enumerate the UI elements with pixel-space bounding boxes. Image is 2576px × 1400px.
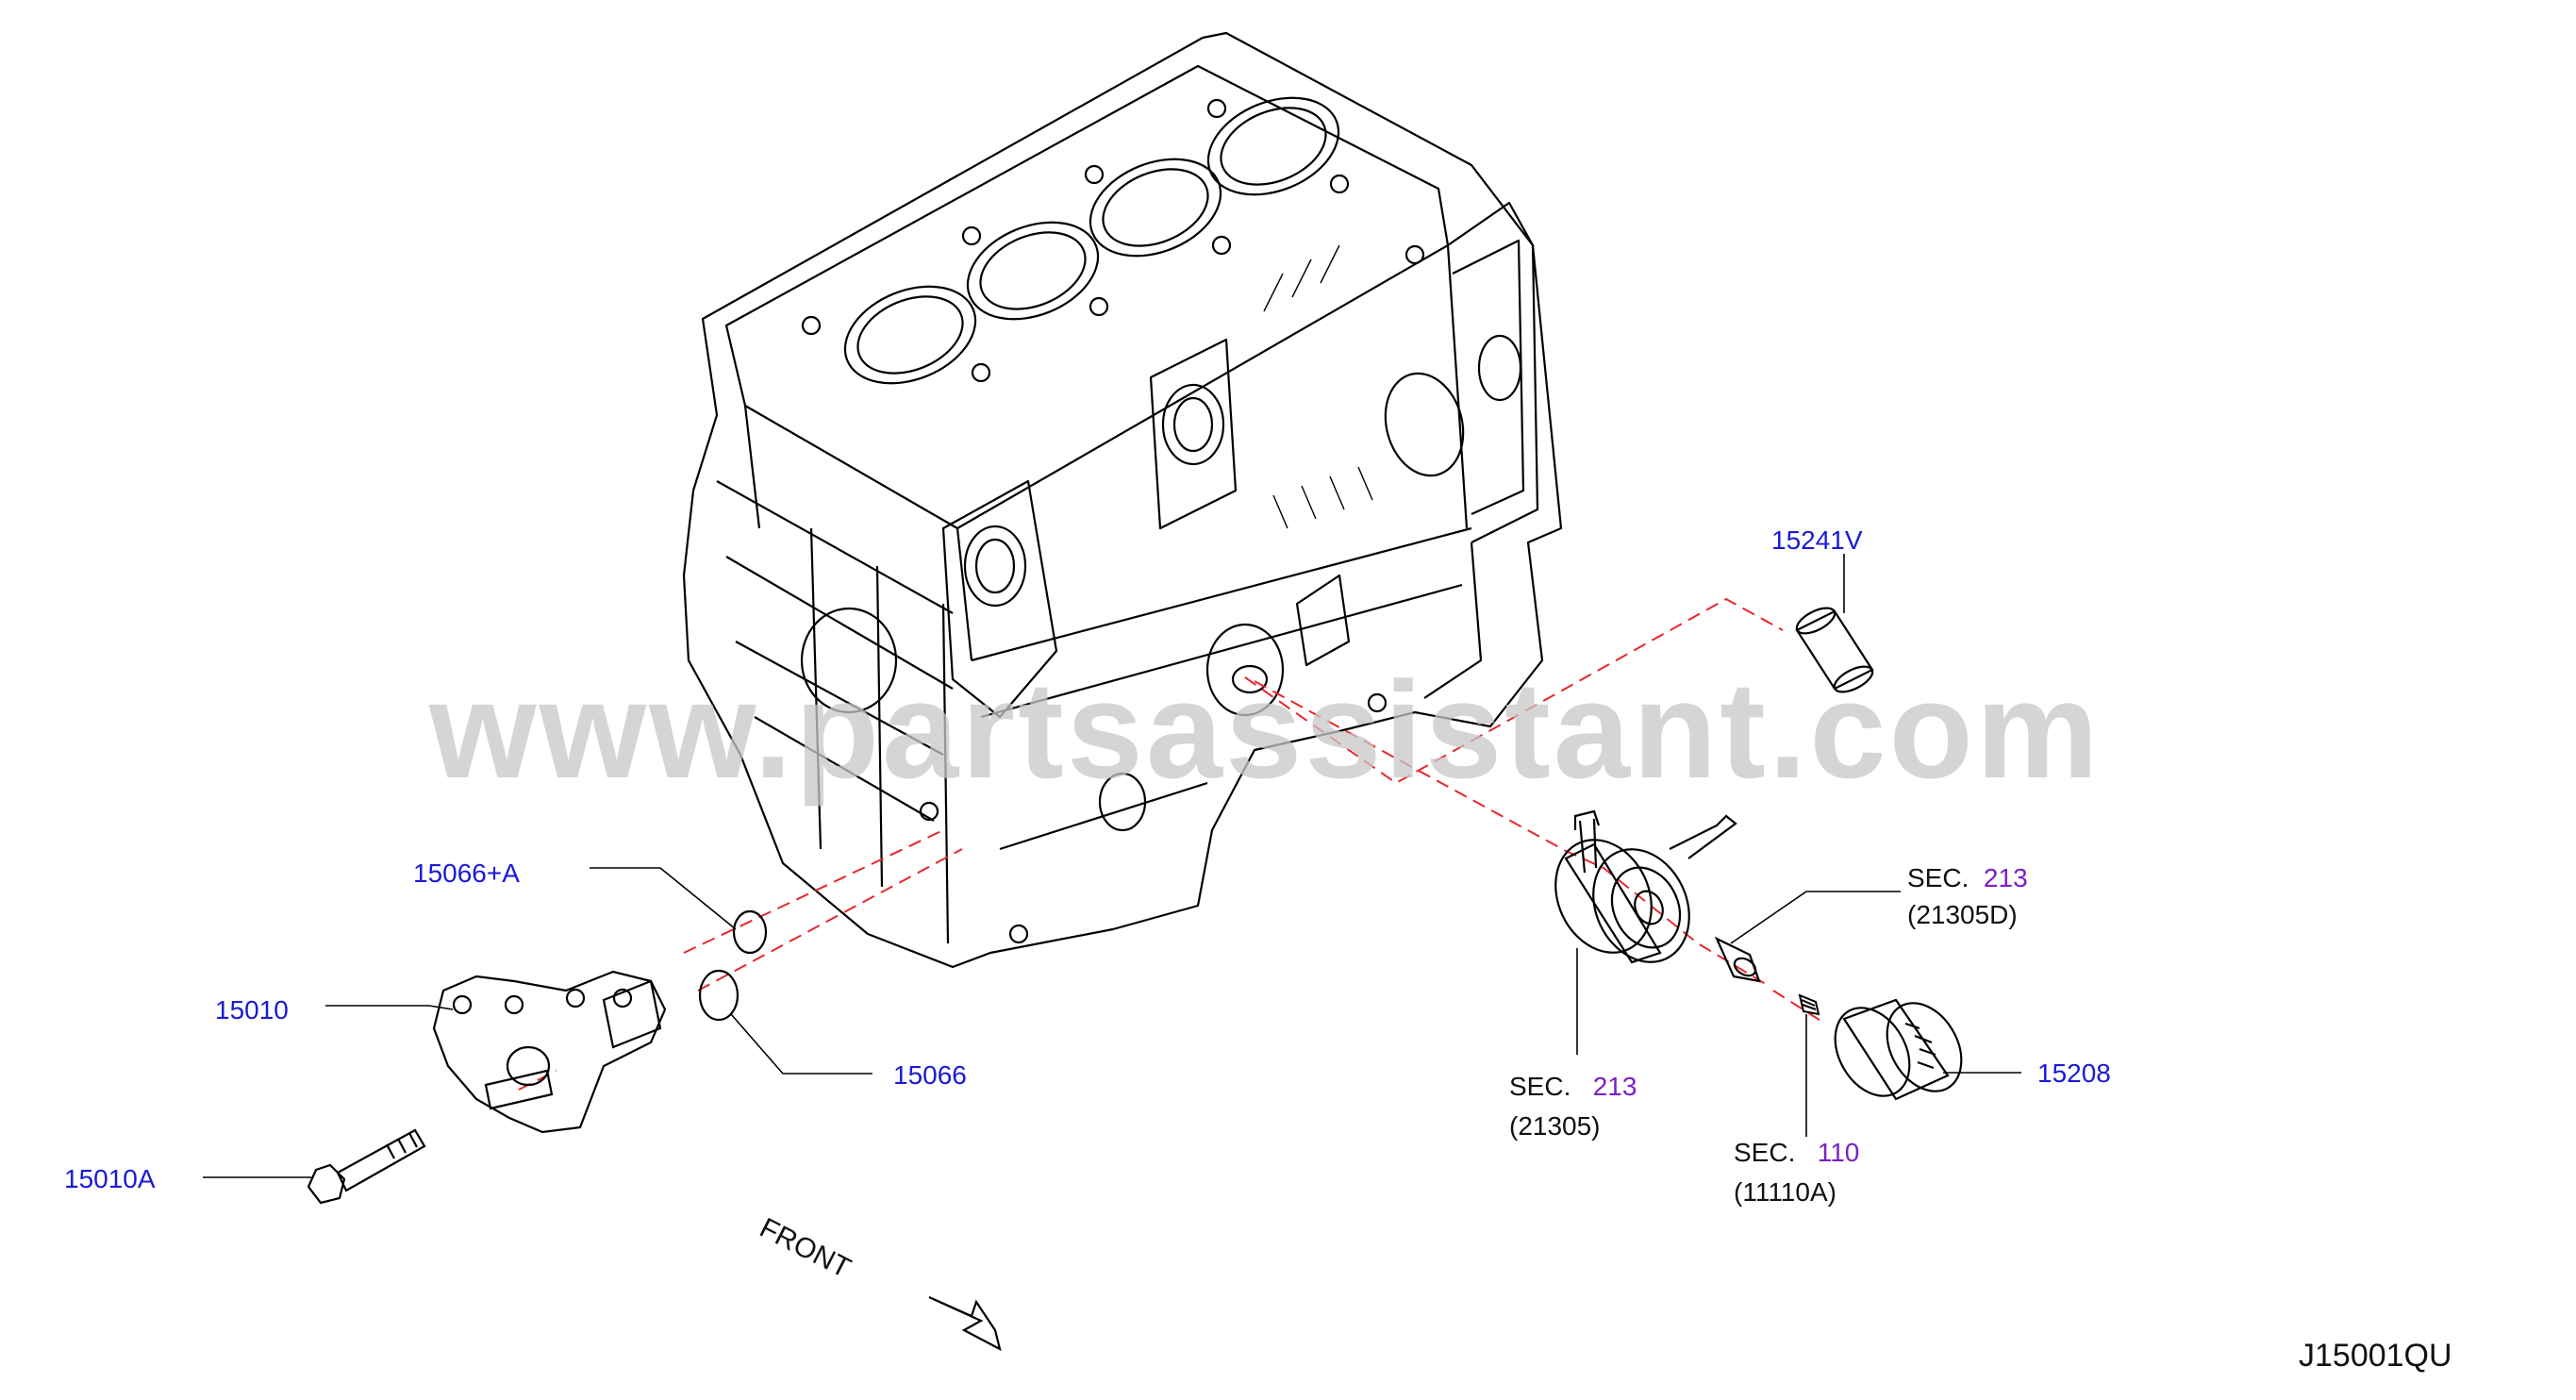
sec-number: 110 [1817, 1138, 1860, 1167]
oil-cooler-assembly [1554, 809, 1737, 964]
section-ref-110-11110A[interactable]: SEC. 110 [1734, 1140, 1859, 1166]
label-15066[interactable]: 15066 [893, 1060, 967, 1090]
label-15010A[interactable]: 15010A [64, 1164, 156, 1193]
label-15208[interactable]: 15208 [2037, 1058, 2111, 1088]
section-ref-213-21305[interactable]: SEC. 213 [1509, 1074, 1637, 1100]
alignment-dashes [518, 597, 1826, 1091]
connector-21305D [1714, 936, 1761, 983]
sec-prefix: SEC. [1509, 1072, 1571, 1101]
sec-number: 213 [1983, 863, 2028, 892]
label-15066-A[interactable]: 15066+A [413, 858, 520, 888]
label-15010[interactable]: 15010 [215, 995, 289, 1025]
engine-block [682, 31, 1563, 969]
pump-15010 [432, 970, 667, 1134]
front-arrow [928, 1295, 1002, 1352]
sec-prefix: SEC. [1907, 863, 1969, 892]
o-rings [698, 909, 768, 1022]
sec-number: 213 [1592, 1072, 1637, 1101]
section-ref-213-21305D[interactable]: SEC. 213 [1907, 865, 2028, 892]
sec-prefix: SEC. [1734, 1138, 1796, 1167]
label-15241V[interactable]: 15241V [1771, 525, 1863, 555]
sec-sub-21305D: (21305D) [1907, 900, 2018, 929]
block-hatching [1263, 244, 1373, 529]
leader-lines [203, 554, 2021, 1178]
stud-11110A [1798, 993, 1820, 1016]
diagram-code: J15001QU [2299, 1338, 2452, 1374]
sec-sub-11110A: (11110A) [1734, 1177, 1836, 1207]
bolt-15010A [307, 1128, 426, 1205]
sleeve-15241V [1795, 607, 1874, 693]
oil-filter-15208 [1834, 998, 1963, 1101]
sec-sub-21305: (21305) [1509, 1111, 1601, 1141]
